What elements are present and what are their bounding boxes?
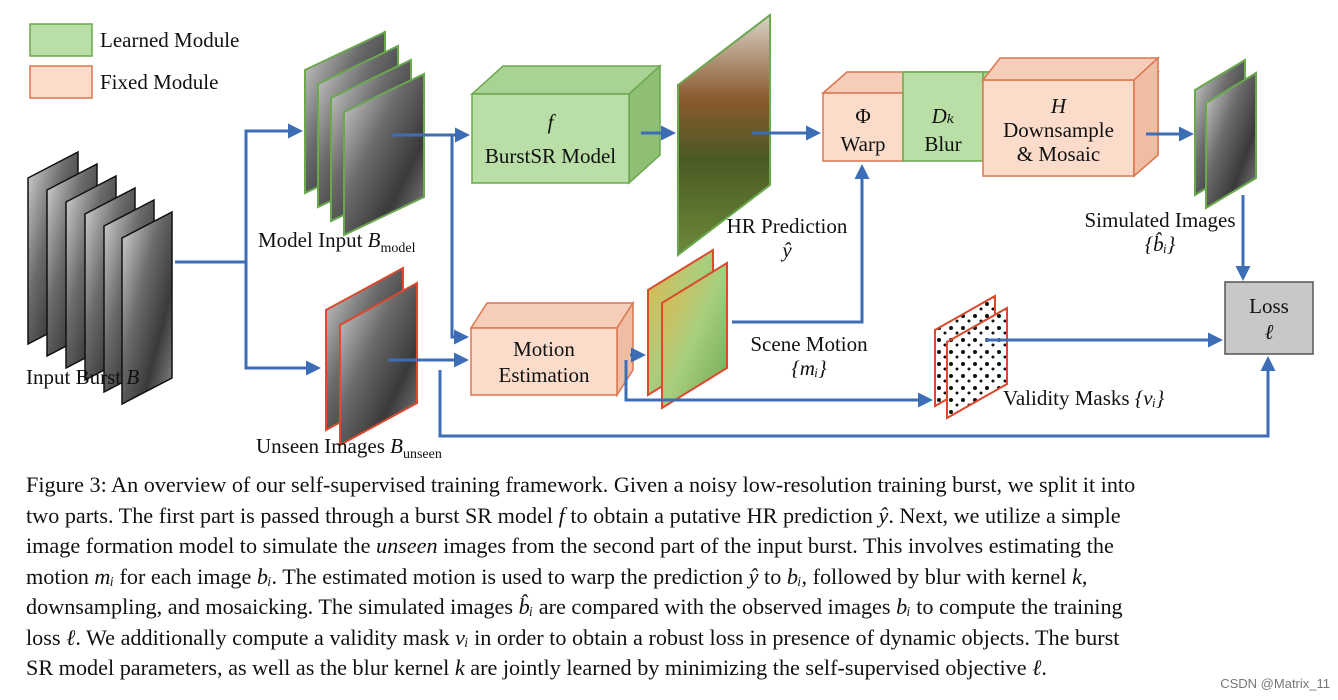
burstsr-model-text: f BurstSR Model: [484, 110, 617, 168]
hr-prediction-image: [677, 12, 771, 258]
loss-text: Loss ℓ: [1249, 294, 1289, 344]
simulated-images-label: Simulated Images {b̂ᵢ}: [1084, 208, 1236, 256]
connectors: [175, 123, 1276, 438]
caption-line-1: Figure 3: An overview of our self-superv…: [26, 472, 1136, 497]
hr-prediction-label: HR Prediction ŷ: [726, 214, 848, 262]
scene-motion-label: Scene Motion {mᵢ}: [750, 332, 868, 380]
caption-line-2: two parts. The first part is passed thro…: [26, 502, 1121, 528]
legend-learned-swatch: [29, 23, 93, 57]
model-input-stack: [304, 30, 425, 237]
caption-line-4: motion mᵢ for each image bᵢ. The estimat…: [26, 563, 1088, 589]
unseen-images-label: Unseen Images Bunseen: [256, 434, 442, 462]
caption-line-6: loss ℓ. We additionally compute a validi…: [26, 624, 1120, 650]
caption-line-5: downsampling, and mosaicking. The simula…: [26, 594, 1123, 619]
scene-motion-stack: [647, 248, 728, 410]
loss-box: [1224, 281, 1314, 355]
unseen-images-stack: [325, 266, 418, 447]
validity-masks-stack: [934, 294, 1008, 420]
burstsr-model-box: [470, 64, 662, 185]
figure-caption: Figure 3: An overview of our self-superv…: [26, 470, 1318, 684]
framework-diagram: [27, 12, 1314, 447]
caption-line-3: image formation model to simulate the un…: [26, 533, 1114, 558]
input-burst-label: Input Burst B: [26, 365, 140, 389]
legend-fixed-swatch: [29, 65, 93, 99]
warp-text: Φ Warp: [840, 104, 886, 156]
model-input-label: Model Input Bmodel: [258, 228, 416, 256]
warp-blur-downsample-box: [821, 56, 1160, 178]
legend-learned-label: Learned Module: [100, 28, 240, 52]
legend-fixed-label: Fixed Module: [100, 70, 219, 94]
input-burst-stack: [27, 150, 173, 406]
validity-masks-label: Validity Masks {vᵢ}: [1003, 386, 1165, 410]
simulated-images-stack: [1194, 58, 1257, 210]
downsample-text: H Downsample & Mosaic: [1003, 94, 1114, 166]
watermark: CSDN @Matrix_11: [1220, 676, 1330, 691]
blur-text: Dₖ Blur: [924, 104, 962, 156]
caption-line-7: SR model parameters, as well as the blur…: [26, 655, 1047, 680]
motion-estimation-box: [469, 300, 635, 398]
motion-estimation-text: Motion Estimation: [498, 337, 590, 387]
